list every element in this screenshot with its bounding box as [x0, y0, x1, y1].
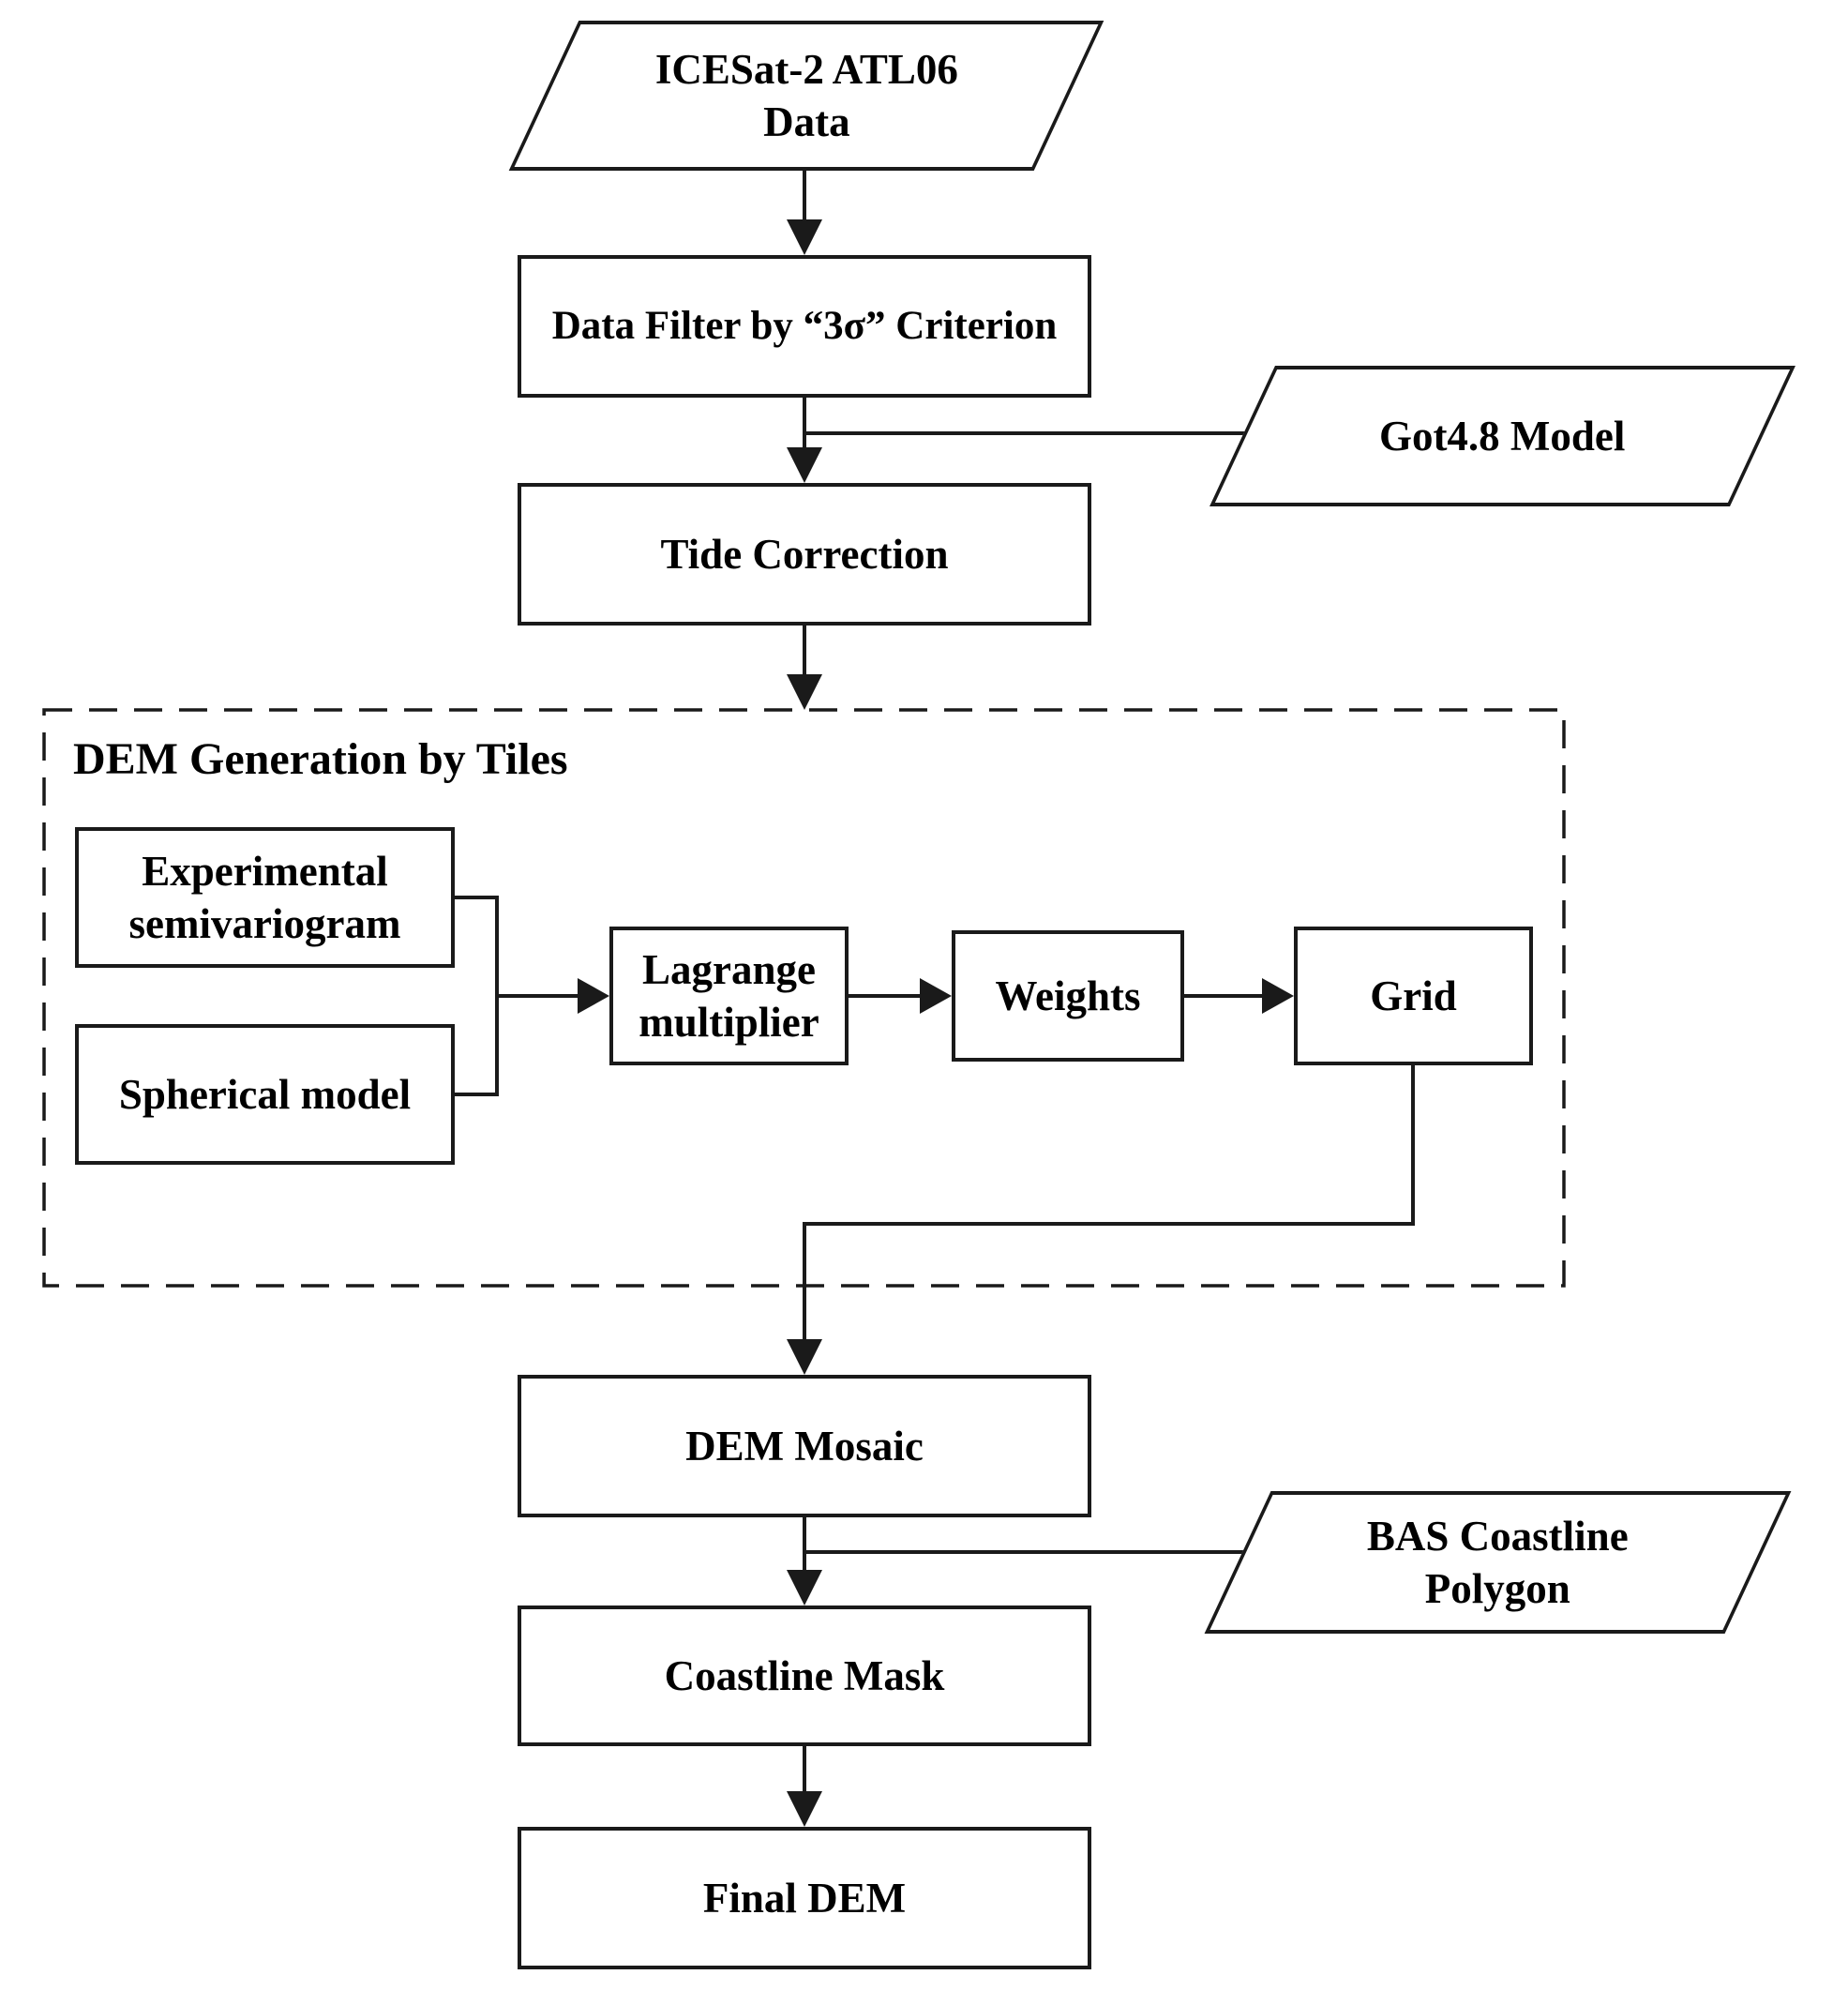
node-final-dem-label: Final DEM	[702, 1874, 907, 1922]
arrowhead-tide	[787, 447, 822, 483]
arrowhead-lagrange	[578, 978, 609, 1014]
connector-grid-to-mosaic	[803, 1065, 1415, 1341]
node-data-filter: Data Filter by “3σ” Criterion	[518, 255, 1091, 398]
node-tide-correction: Tide Correction	[518, 483, 1091, 626]
node-coastline-mask: Coastline Mask	[518, 1606, 1091, 1746]
node-experimental-semivariogram-label: Experimental semivariogram	[128, 847, 401, 947]
node-weights-label: Weights	[995, 972, 1141, 1019]
node-lagrange-multiplier: Lagrange multiplier	[609, 927, 849, 1065]
node-weights: Weights	[952, 930, 1184, 1062]
arrowhead-finaldem	[787, 1791, 822, 1827]
arrowhead-grid	[1262, 978, 1294, 1014]
node-spherical-model-label: Spherical model	[118, 1070, 412, 1118]
arrowhead-group	[787, 674, 822, 710]
node-dem-mosaic-label: DEM Mosaic	[685, 1422, 924, 1470]
node-grid-label: Grid	[1370, 972, 1457, 1019]
arrowhead-weights	[920, 978, 952, 1014]
node-icesat-data: ICESat-2 ATL06 Data	[508, 21, 1104, 171]
node-experimental-semivariogram: Experimental semivariogram	[75, 827, 455, 968]
node-coastline-mask-label: Coastline Mask	[664, 1651, 945, 1699]
node-got48-model-label: Got4.8 Model	[1379, 412, 1626, 460]
node-dem-mosaic: DEM Mosaic	[518, 1375, 1091, 1517]
arrowhead-datafilter	[787, 219, 822, 255]
node-spherical-model: Spherical model	[75, 1024, 455, 1165]
arrowhead-mosaic	[787, 1339, 822, 1375]
node-data-filter-label: Data Filter by “3σ” Criterion	[551, 304, 1058, 349]
arrowhead-coastmask	[787, 1570, 822, 1606]
node-bas-coastline-polygon: BAS Coastline Polygon	[1204, 1491, 1792, 1634]
connector-bracket-inputs	[455, 896, 499, 1096]
node-grid: Grid	[1294, 927, 1533, 1065]
node-bas-coastline-polygon-label: BAS Coastline Polygon	[1367, 1512, 1629, 1612]
node-icesat-data-label: ICESat-2 ATL06 Data	[654, 45, 958, 145]
node-lagrange-multiplier-label: Lagrange multiplier	[639, 945, 819, 1046]
node-tide-correction-label: Tide Correction	[660, 530, 949, 578]
node-got48-model: Got4.8 Model	[1209, 366, 1795, 506]
dem-generation-group-label: DEM Generation by Tiles	[73, 734, 568, 784]
node-final-dem: Final DEM	[518, 1827, 1091, 1969]
